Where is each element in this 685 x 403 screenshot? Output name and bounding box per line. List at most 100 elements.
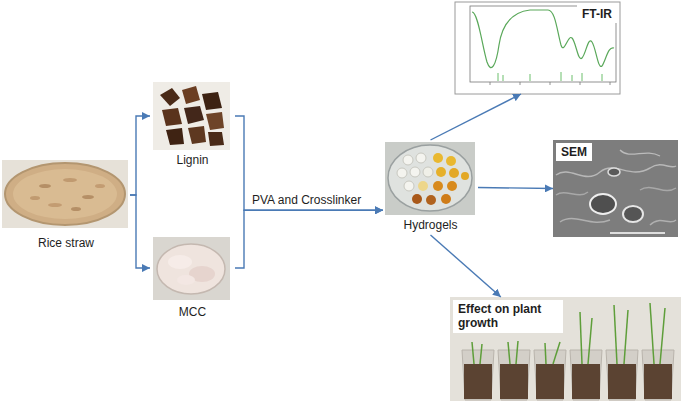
sem-micrograph <box>553 140 678 237</box>
lignin-chunk <box>162 108 182 126</box>
lignin-chunk <box>202 92 222 110</box>
seedling <box>580 312 582 364</box>
photo-ground <box>553 140 678 237</box>
mcc-powder <box>168 255 192 269</box>
pore <box>608 168 620 176</box>
lignin-chunk <box>208 132 224 146</box>
soil <box>500 364 528 399</box>
peak-stick <box>503 75 504 81</box>
photo-panel: Rice straw <box>2 158 130 253</box>
peak-markers <box>498 72 602 81</box>
surface-ridge <box>560 219 676 225</box>
plant-growth-photo <box>450 297 681 401</box>
flow-arrow <box>478 188 553 189</box>
tick <box>580 82 581 85</box>
cup <box>606 350 638 400</box>
pot <box>462 342 494 400</box>
straw-fibre <box>95 184 105 188</box>
straw-fibre <box>30 196 40 200</box>
flow-arrow <box>235 210 383 268</box>
soil <box>644 364 672 399</box>
peak-stick <box>561 72 562 81</box>
hydrogel-bead <box>403 155 413 165</box>
seedling <box>516 341 518 364</box>
lignin-chunk <box>160 88 180 106</box>
straw-powder <box>13 169 117 219</box>
hydrogel-bead <box>404 181 414 191</box>
peak-stick <box>572 75 573 81</box>
panel-label: Rice straw <box>36 236 96 250</box>
pot <box>642 303 674 400</box>
ftir-spectrum <box>455 2 620 94</box>
panel-label: MCC <box>177 305 208 319</box>
soil <box>572 364 600 399</box>
peak-stick <box>530 74 531 81</box>
pot <box>534 342 566 400</box>
soil <box>464 364 492 399</box>
pot <box>498 341 530 400</box>
hydrogel-bead <box>433 153 443 163</box>
cup <box>534 350 566 400</box>
photo-panel: Hydrogels <box>383 140 478 235</box>
panel-label: SEM <box>556 143 592 161</box>
cup <box>570 350 602 400</box>
photo-ground <box>450 297 681 401</box>
panel-label: FT-IR <box>577 5 617 23</box>
tick <box>520 82 521 85</box>
straw-fibre <box>82 195 94 199</box>
seedling <box>614 305 617 364</box>
mcc-photo <box>153 237 230 300</box>
photo-panel: FT-IR <box>455 2 620 94</box>
pore <box>590 194 616 214</box>
hydrogel-bead <box>416 153 426 163</box>
peak-stick <box>582 73 583 81</box>
surface-ridge <box>556 187 676 195</box>
rice-straw-photo <box>2 160 128 228</box>
straw-fibre <box>48 203 62 207</box>
flow-arrow <box>431 94 522 140</box>
soil <box>536 364 564 399</box>
cup <box>498 350 530 400</box>
photo-ground <box>2 160 128 228</box>
hydrogel-bead <box>461 172 469 180</box>
hydrogel-bead <box>412 194 422 204</box>
photo-panel: SEM <box>553 140 678 237</box>
photo-panel: MCC <box>150 235 235 322</box>
panel-label: Effect on plant growth <box>453 300 563 333</box>
edge-label-holder: PVA and Crosslinker <box>250 190 363 208</box>
panel-frame <box>455 2 620 94</box>
scale-bar <box>610 232 665 234</box>
axis-ticks <box>490 82 610 85</box>
straw-fibre <box>63 178 77 182</box>
mcc-powder <box>177 275 195 285</box>
lignin-chunk <box>184 106 204 124</box>
panel-label: Hydrogels <box>401 218 459 232</box>
hydrogel-bead <box>433 181 443 191</box>
peak-stick <box>498 73 499 81</box>
pot <box>606 305 638 400</box>
lignin-chunk <box>182 86 200 104</box>
surface-ridge <box>620 150 660 156</box>
lignin-chunk <box>166 128 184 145</box>
flow-arrow <box>130 195 150 268</box>
lignin-photo <box>153 82 230 150</box>
photo-panel: Lignin <box>150 80 235 170</box>
petri-dish <box>388 145 472 211</box>
hydrogel-bead <box>446 156 456 166</box>
lignin-chunk <box>188 126 206 144</box>
photo-ground <box>385 142 475 215</box>
hydrogels-photo <box>385 142 475 215</box>
plot-frame <box>470 6 616 82</box>
seedling <box>545 343 546 364</box>
tick <box>550 82 551 85</box>
photo-panel: Effect on plant growth <box>450 297 681 401</box>
hydrogel-bead <box>397 168 407 178</box>
seedling <box>660 308 665 364</box>
seedling <box>588 318 592 364</box>
flow-arrow <box>235 116 383 210</box>
cup <box>642 350 674 400</box>
seedling <box>480 344 482 364</box>
seedling <box>508 342 510 364</box>
pot <box>570 312 602 400</box>
